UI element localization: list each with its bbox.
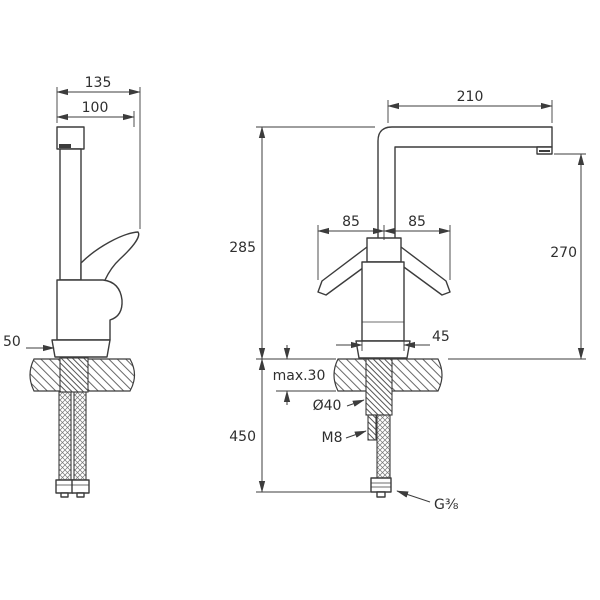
- dim-hole-diameter-label: Ø40: [313, 398, 342, 414]
- dim-handle-right-label: 85: [408, 214, 426, 230]
- dim-deck-thickness-label: max.30: [273, 368, 326, 384]
- front-spout: [377, 126, 553, 251]
- side-threaded-shank: [59, 357, 89, 393]
- dim-outlet-height-label: 50: [3, 334, 21, 350]
- front-view-faucet: [317, 126, 553, 359]
- dim-hose-length-label: 450: [229, 429, 256, 445]
- side-hose-nut-1: [55, 479, 74, 494]
- side-aerator-icon: [59, 144, 71, 148]
- side-hose-2: [73, 391, 87, 481]
- front-handle-hub: [366, 237, 402, 263]
- dim-overall-depth-label: 135: [85, 75, 112, 91]
- front-body: [361, 261, 405, 342]
- dim-body-width-label: 45: [432, 329, 450, 345]
- dim-height-to-top-label: 285: [229, 240, 256, 256]
- front-view-undermount: [365, 358, 393, 498]
- front-base-flange: [355, 340, 411, 359]
- side-view-dimensions: 135 100 50: [3, 75, 141, 352]
- dim-spout-reach-label: 210: [457, 89, 484, 105]
- front-hose-nut: [370, 477, 392, 493]
- dim-handle-left-label: 85: [342, 214, 360, 230]
- side-view-undermount: [55, 357, 90, 498]
- dim-spout-projection-label: 100: [82, 100, 109, 116]
- dim-outlet-to-deck-label: 270: [550, 245, 577, 261]
- side-hose-nut-2: [71, 479, 90, 494]
- dim-stud-thread-label: M8: [322, 430, 343, 446]
- front-threaded-shank: [365, 358, 393, 416]
- front-hose: [376, 414, 391, 479]
- front-handle-right: [396, 246, 451, 296]
- front-m8-stud: [367, 414, 377, 441]
- dim-hose-thread-label: G⅜: [434, 497, 459, 513]
- side-view-faucet: [51, 126, 140, 358]
- side-hose-1: [58, 391, 72, 481]
- front-view-dimensions: 210 85 85 285 450 270 45 max.30: [229, 89, 586, 513]
